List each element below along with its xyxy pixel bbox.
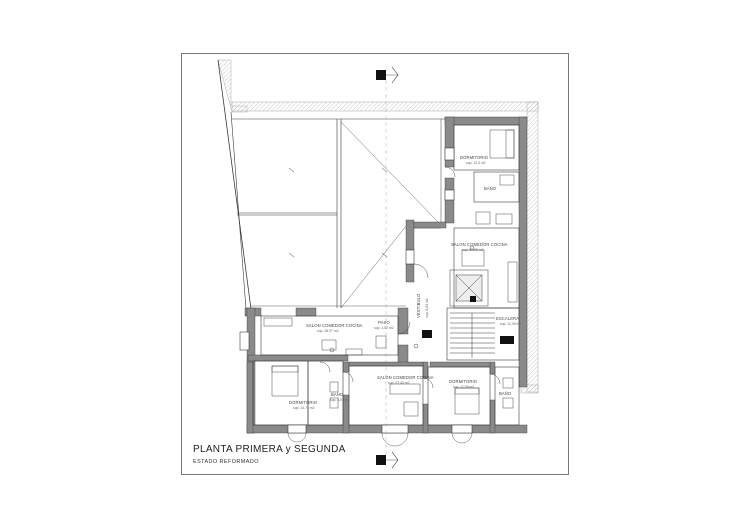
partitions (252, 124, 520, 426)
windows (239, 147, 473, 434)
party-wall-line (217, 59, 252, 310)
room-label: BAÑO (499, 391, 512, 396)
room-label: DORMITORIO (289, 400, 318, 405)
neighbour-hatching (217, 59, 539, 394)
room-label: SALON COMEDOR COCINA (451, 242, 508, 247)
drawing-subtitle: ESTADO REFORMADO (193, 459, 259, 465)
door-swings (319, 166, 501, 389)
room-label: VESTIBULO (416, 293, 421, 318)
room-area: sup. 3,02 m2 (374, 326, 394, 330)
room-label: SALON COMEDOR COCINA (306, 323, 363, 328)
room-label: DORMITORIO (460, 155, 489, 160)
room-area: sup. 8,84 m2 (425, 298, 429, 318)
room-label: DORMITORIO (449, 379, 478, 384)
room-area: sup. 28,97 m2 (317, 329, 339, 333)
staircase (449, 269, 495, 358)
window-swings (287, 432, 473, 447)
room-label: ESCALERA (496, 316, 520, 321)
section-markers (376, 66, 514, 469)
room-area: sup. 29,65 m2 (462, 248, 484, 252)
room-label: SALON COMEDOR COCINA (377, 375, 434, 380)
room-area: sup. 11,59 m2 (453, 385, 475, 389)
room-area: sup. 12,3 m2 (466, 161, 486, 165)
room-area: sup. 11,39 m2 (500, 322, 522, 326)
room-area: sup. 4,03 m2 (330, 398, 350, 402)
drawing-title: PLANTA PRIMERA y SEGUNDA (193, 444, 346, 455)
room-area: sup. 27,40 m2 (388, 381, 410, 385)
room-area: sup. 14,74 m2 (293, 406, 315, 410)
room-label: BAÑO (484, 186, 497, 191)
furniture (263, 129, 518, 417)
room-label: BAÑO (331, 392, 344, 397)
drawing-frame (181, 53, 569, 475)
room-label: PASO (378, 320, 390, 325)
